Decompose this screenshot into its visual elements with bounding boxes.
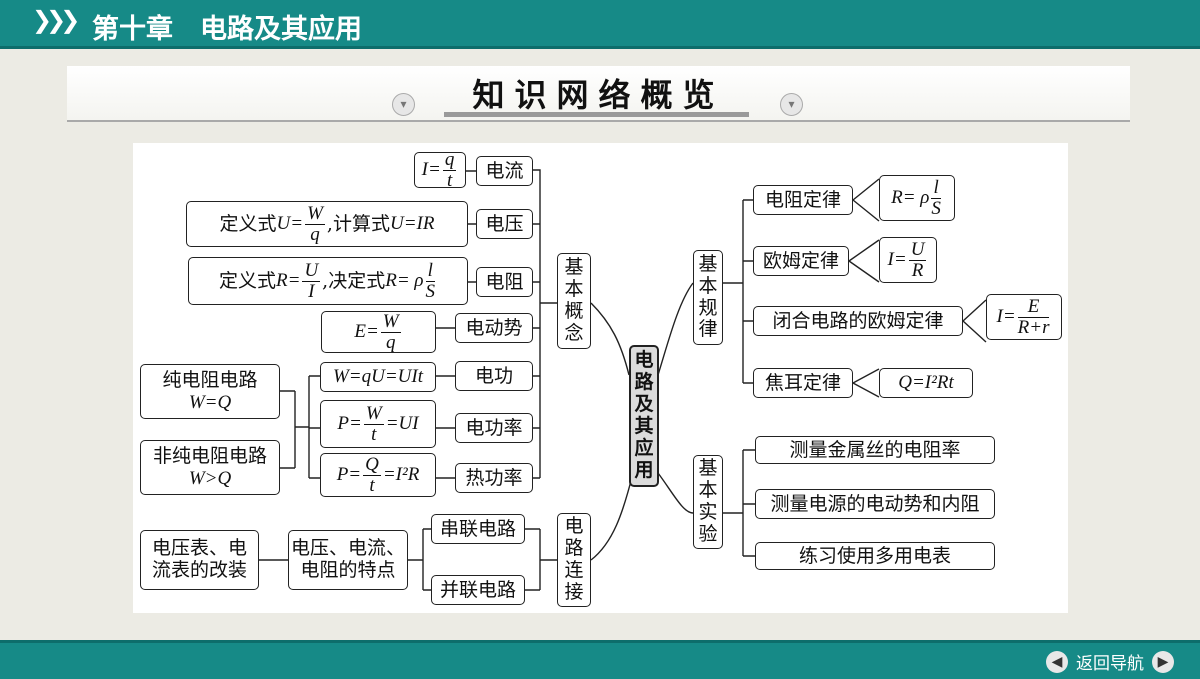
nav-controls: ◀ 返回导航 ▶: [1046, 649, 1174, 674]
concept-heat-power: 热功率: [455, 463, 533, 493]
chevron-down-icon: ▾: [392, 93, 415, 116]
concept-voltage: 电压: [476, 209, 533, 239]
joule-law-formula: Q=I²Rt: [879, 368, 973, 398]
meter-modification: 电压表、电流表的改装: [140, 530, 259, 590]
category-basic-experiments: 基本实验: [693, 455, 723, 549]
banner-underline: [444, 112, 749, 117]
law-ohm: 欧姆定律: [753, 246, 849, 276]
concept-power: 电功率: [455, 413, 533, 443]
back-to-nav-link[interactable]: 返回导航: [1076, 654, 1144, 674]
category-circuit-connection: 电路连接: [557, 513, 591, 607]
prev-arrow-icon[interactable]: ◀: [1046, 650, 1068, 673]
experiment-multimeter: 练习使用多用电表: [755, 542, 995, 570]
law-joule: 焦耳定律: [753, 368, 853, 398]
category-basic-concepts: 基本概念: [557, 253, 591, 349]
section-banner: 知识网络概览 ▾ ▾: [67, 66, 1130, 122]
chapter-title: 第十章 电路及其应用: [92, 14, 362, 45]
chevron-down-icon: ▾: [780, 93, 803, 116]
circuit-features: 电压、电流、电阻的特点: [288, 530, 408, 590]
concept-work: 电功: [455, 361, 533, 391]
chevrons-icon: ❯❯❯: [32, 6, 80, 34]
parallel-circuit: 并联电路: [431, 575, 525, 605]
concept-current: 电流: [476, 156, 533, 186]
concept-resistance: 电阻: [476, 267, 533, 297]
series-circuit: 串联电路: [431, 514, 525, 544]
law-resistance: 电阻定律: [753, 185, 853, 215]
concept-emf: 电动势: [455, 313, 533, 343]
law-closed-circuit-ohm: 闭合电路的欧姆定律: [753, 306, 963, 336]
chapter-header: ❯❯❯ 第十章 电路及其应用: [0, 0, 1200, 49]
root-topic: 电路及其应用: [629, 345, 659, 487]
experiment-emf-internal-resistance: 测量电源的电动势和内阻: [755, 489, 995, 519]
experiment-wire-resistivity: 测量金属丝的电阻率: [755, 436, 995, 464]
banner-title: 知识网络概览: [472, 76, 725, 114]
category-basic-laws: 基本规律: [693, 250, 723, 345]
next-arrow-icon[interactable]: ▶: [1152, 650, 1174, 673]
footer-bar: ◀ 返回导航 ▶: [0, 640, 1200, 679]
work-formula: W=qU=UIt: [320, 362, 436, 392]
